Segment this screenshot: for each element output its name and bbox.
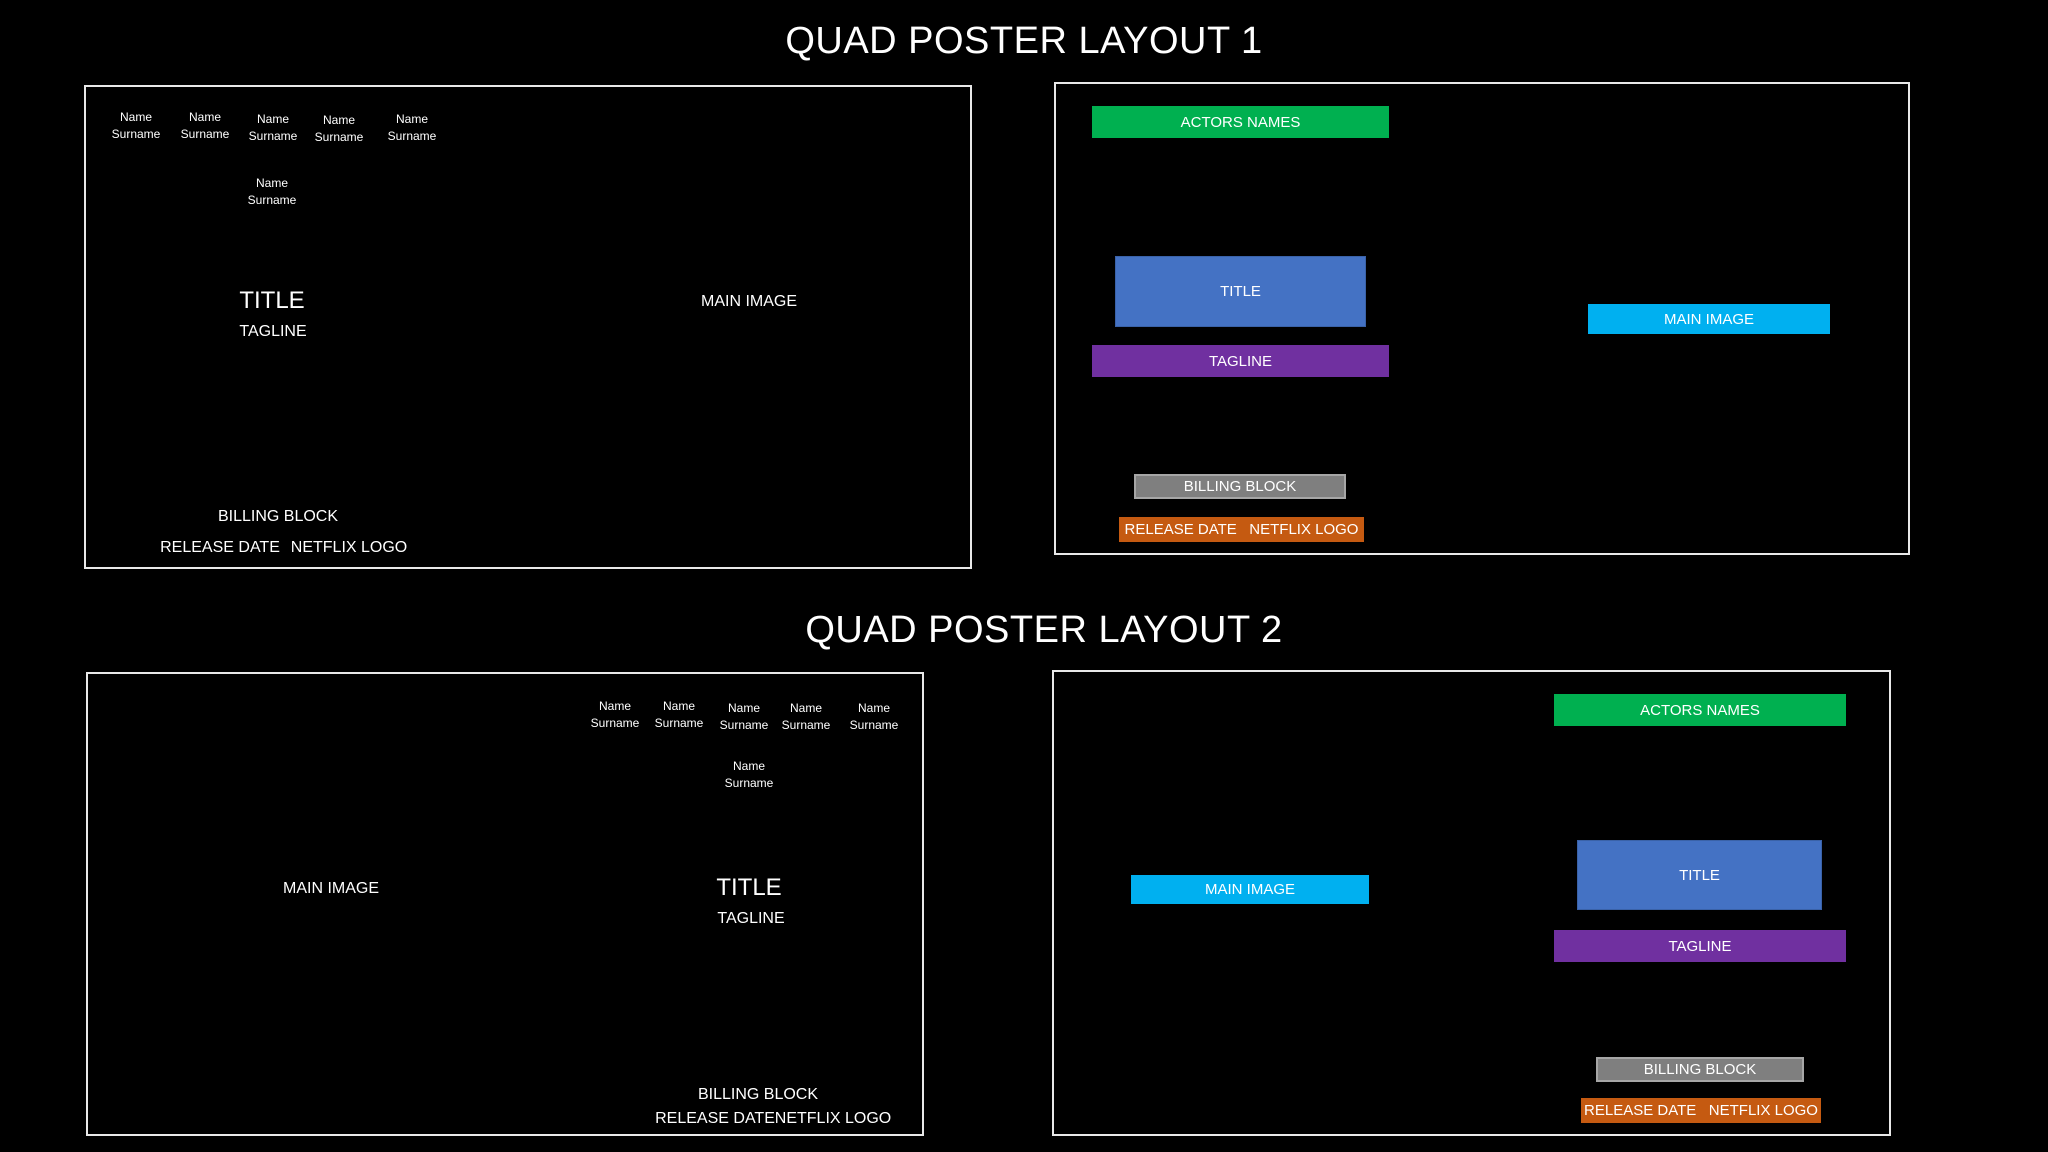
main-image-block: MAIN IMAGE [1588, 304, 1830, 334]
layout-2-block-mockup: ACTORS NAMES MAIN IMAGE TITLE TAGLINE BI… [1052, 670, 1891, 1136]
main-image-label: MAIN IMAGE [282, 880, 380, 897]
billing-block: BILLING BLOCK [1596, 1057, 1804, 1082]
billing-block: BILLING BLOCK [1134, 474, 1346, 499]
billing-block-label: BILLING BLOCK [217, 508, 339, 525]
release-date-label: RELEASE DATE [160, 539, 280, 556]
netflix-logo-label: NETFLIX LOGO [290, 539, 408, 556]
tagline-block: TAGLINE [1092, 345, 1389, 377]
release-date-label: RELEASE DATE [655, 1110, 775, 1127]
tagline-label: TAGLINE [239, 323, 307, 340]
layout-1-heading: QUAD POSTER LAYOUT 1 [785, 20, 1263, 62]
tagline-label: TAGLINE [717, 910, 785, 927]
title-block: TITLE [1115, 256, 1366, 327]
title-label: TITLE [239, 287, 305, 314]
main-image-block: MAIN IMAGE [1131, 875, 1369, 904]
main-image-label: MAIN IMAGE [700, 293, 798, 310]
actors-names-block: ACTORS NAMES [1092, 106, 1389, 138]
release-netflix-block: RELEASE DATE NETFLIX LOGO [1581, 1098, 1821, 1123]
actors-names-block: ACTORS NAMES [1554, 694, 1846, 726]
billing-block-label: BILLING BLOCK [697, 1086, 819, 1103]
title-label: TITLE [716, 874, 782, 901]
layout-2-heading: QUAD POSTER LAYOUT 2 [805, 609, 1283, 651]
release-netflix-block: RELEASE DATE NETFLIX LOGO [1119, 517, 1364, 542]
tagline-block: TAGLINE [1554, 930, 1846, 962]
layout-1-block-mockup: ACTORS NAMES TITLE TAGLINE MAIN IMAGE BI… [1054, 82, 1910, 555]
title-block: TITLE [1577, 840, 1822, 910]
netflix-logo-label: NETFLIX LOGO [774, 1110, 892, 1127]
